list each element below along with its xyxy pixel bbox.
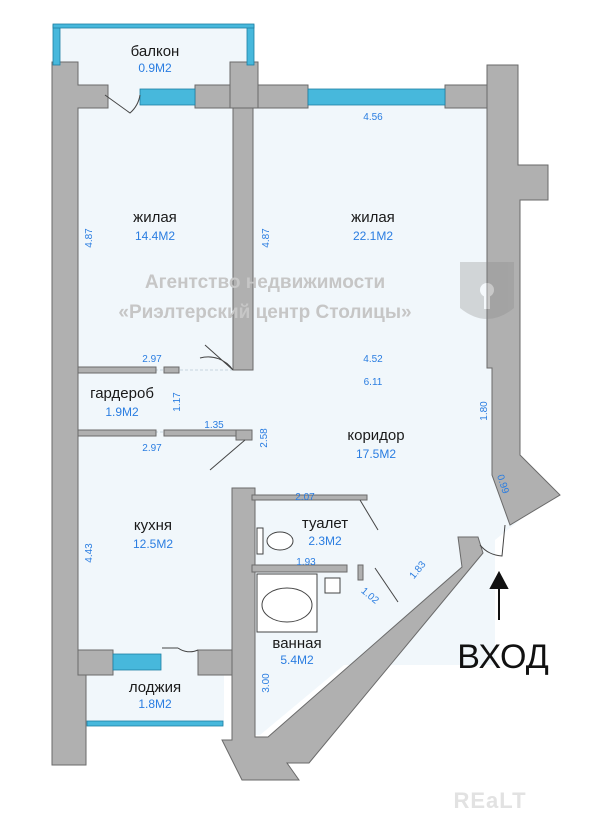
watermark-line2: «Риэлтерский центр Столицы» <box>118 302 411 323</box>
living2-name: жилая <box>351 209 395 226</box>
wardrobe-area: 1.9М2 <box>105 405 139 419</box>
toilet-name: туалет <box>302 515 348 532</box>
floor-area <box>53 25 520 735</box>
bathroom-name: ванная <box>272 635 321 652</box>
dim-3-00: 3.00 <box>261 673 272 693</box>
dim-1-93: 1.93 <box>296 557 316 568</box>
toilet-area: 2.3М2 <box>308 534 342 548</box>
dim-6-11: 6.11 <box>364 377 383 388</box>
entry-arrow-icon <box>489 570 509 620</box>
balcony-area: 0.9М2 <box>138 61 172 75</box>
dim-2-97-top: 2.97 <box>142 354 162 365</box>
loggia-name: лоджия <box>129 679 181 696</box>
kitchen-name: кухня <box>134 517 172 534</box>
balcony-name: балкон <box>131 43 180 60</box>
dim-4-87-left: 4.87 <box>84 228 95 248</box>
living2-area: 22.1М2 <box>353 229 393 243</box>
windows <box>52 23 446 727</box>
dim-4-52: 4.52 <box>363 354 383 365</box>
wardrobe-name: гардероб <box>90 385 154 402</box>
doors <box>104 94 506 653</box>
dim-1-17: 1.17 <box>172 392 183 412</box>
room-separators <box>90 369 232 433</box>
living1-name: жилая <box>133 209 177 226</box>
bathroom-area: 5.4М2 <box>280 653 314 667</box>
agency-logo-icon <box>460 262 514 319</box>
dim-4-87-mid: 4.87 <box>261 228 272 248</box>
corridor-name: коридор <box>347 427 404 444</box>
dim-2-07: 2.07 <box>295 492 315 503</box>
watermark-line1: Агентство недвижимости <box>145 272 385 293</box>
walls <box>51 61 561 781</box>
kitchen-area: 12.5М2 <box>133 537 173 551</box>
living1-area: 14.4М2 <box>135 229 175 243</box>
dim-4-43: 4.43 <box>84 543 95 563</box>
dim-2-58: 2.58 <box>259 428 270 448</box>
dim-1-35: 1.35 <box>204 420 224 431</box>
dim-4-56: 4.56 <box>363 112 383 123</box>
loggia-area: 1.8М2 <box>138 697 172 711</box>
entry-label: ВХОД <box>457 638 548 676</box>
dim-2-97-bottom: 2.97 <box>142 443 162 454</box>
fixtures <box>256 527 341 633</box>
brand-watermark: REaLT <box>453 788 526 813</box>
dim-1-80: 1.80 <box>479 401 490 421</box>
corridor-area: 17.5М2 <box>356 447 396 461</box>
